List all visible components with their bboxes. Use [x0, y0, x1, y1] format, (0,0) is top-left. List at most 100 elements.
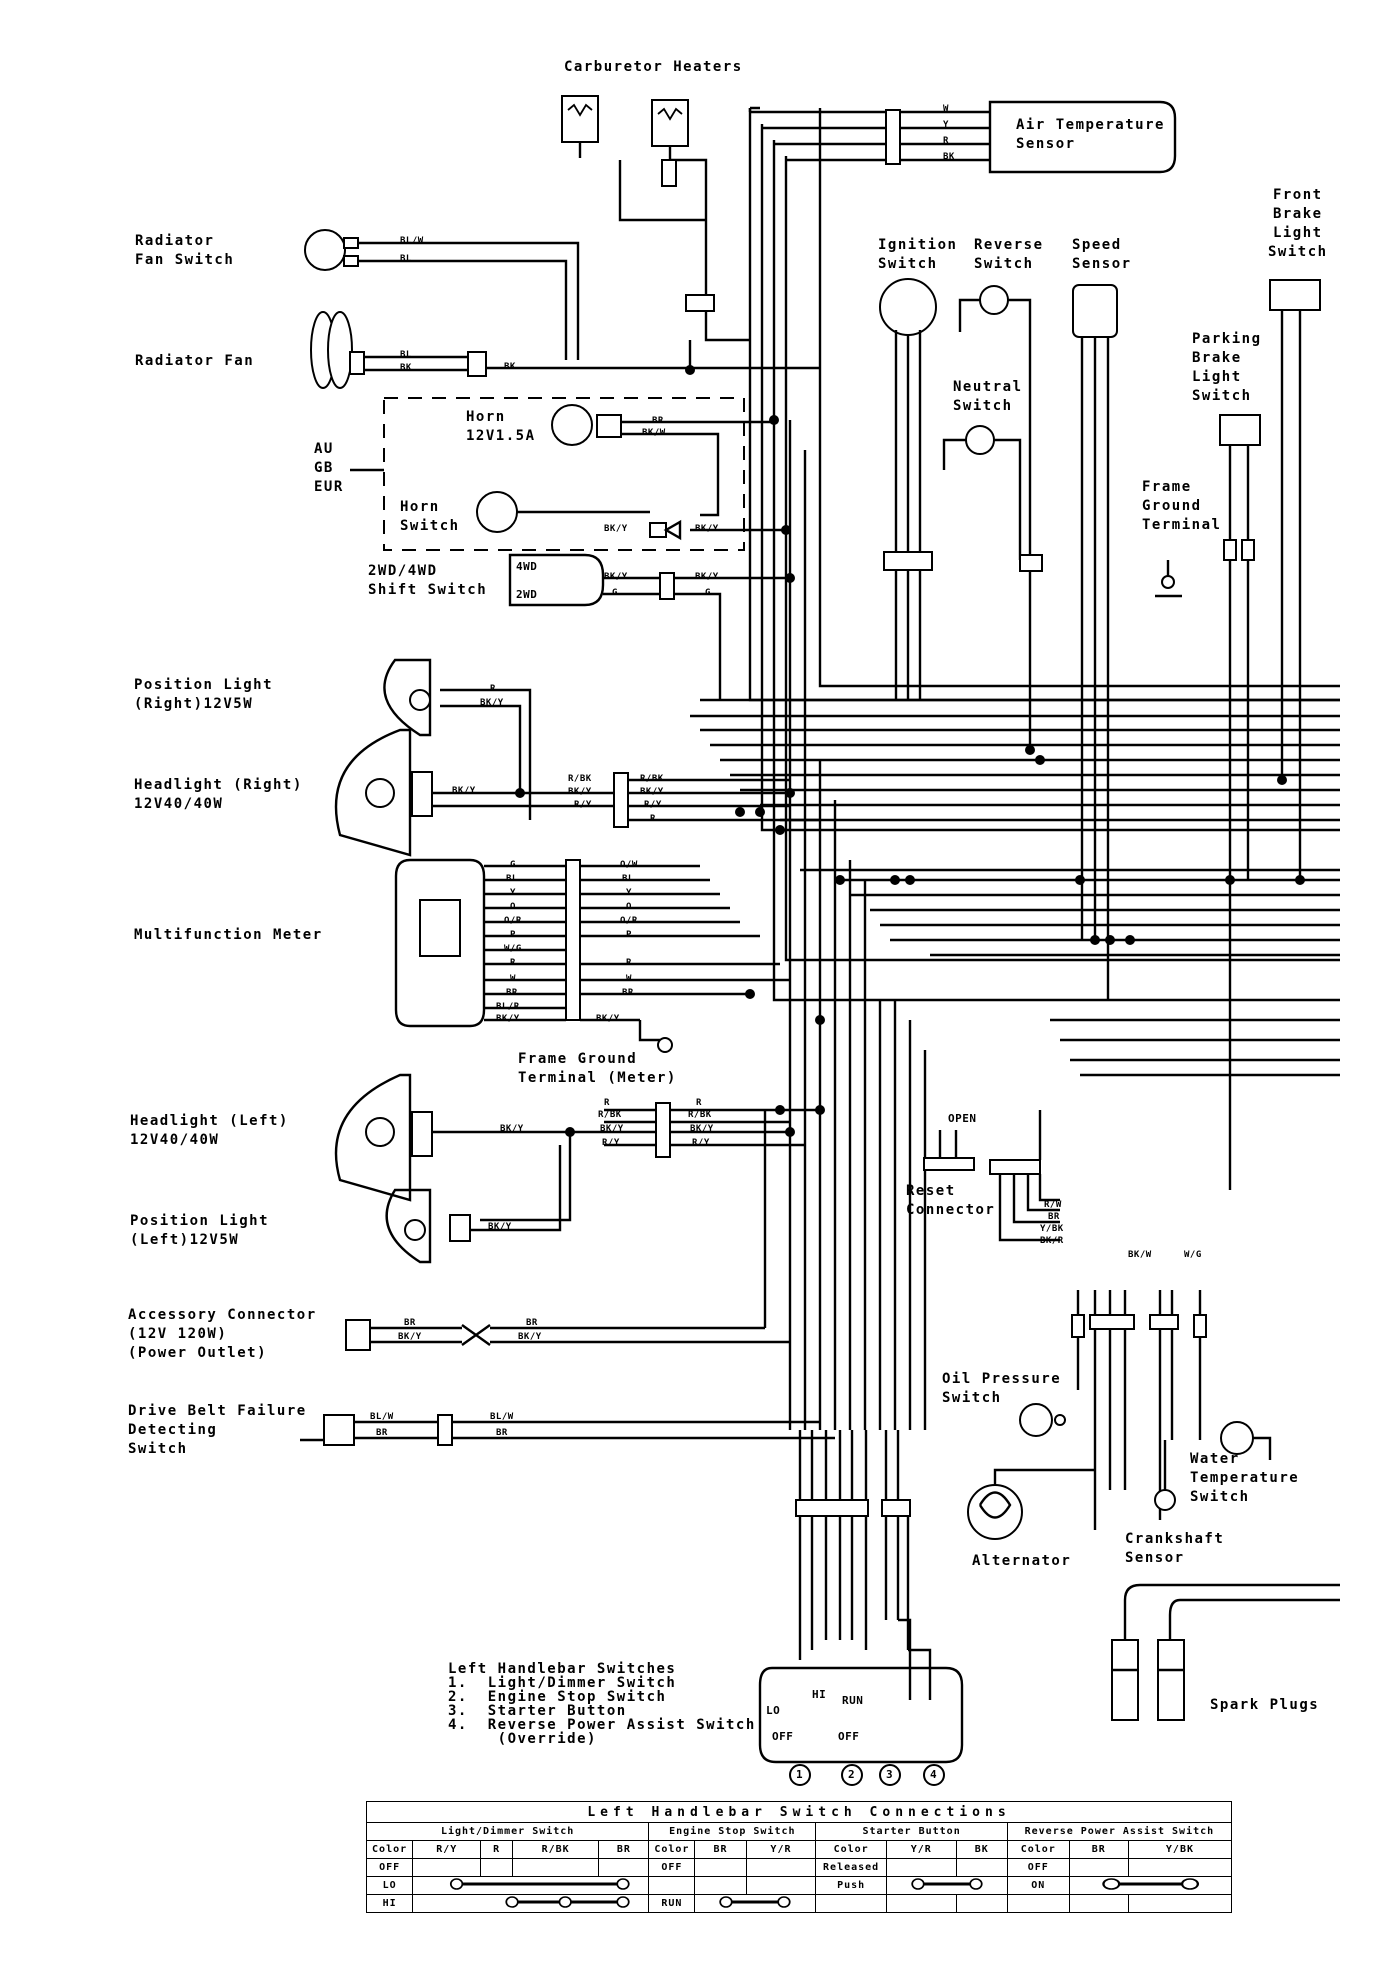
wire-code-blw-belt2: BL/W	[490, 1412, 514, 1422]
table-header-cell: Color	[815, 1840, 887, 1859]
wire-code-bky-meter2: BK/Y	[596, 1014, 620, 1024]
wire-code-bky-hl2: BK/Y	[500, 1124, 524, 1134]
position-light-right-symbol	[383, 658, 532, 820]
position-light-right-label: Position Light (Right)12V5W	[134, 677, 274, 712]
table-section-starter: Starter Button	[815, 1822, 1008, 1841]
region-label: AU GB EUR	[314, 441, 344, 495]
handlebar-connectors	[758, 1430, 964, 1786]
wire-code-br-acc2: BR	[526, 1318, 538, 1328]
on-connection-mark	[1068, 1876, 1233, 1895]
crankshaft-sensor-label: Crankshaft Sensor	[1125, 1531, 1225, 1566]
wire-code-br-acc: BR	[404, 1318, 416, 1328]
trunk-wires	[690, 108, 1340, 1430]
wire-code-rbk-head3: R/BK	[640, 774, 664, 784]
shift-switch-label: 2WD/4WD Shift Switch	[368, 563, 488, 598]
wire-code-bky-shift: BK/Y	[604, 572, 628, 582]
parking-brake-light-switch-symbol	[1219, 414, 1261, 1190]
handlebar-num-3: 3	[886, 1768, 894, 1781]
wire-code-rbk-head: R/BK	[568, 774, 592, 784]
wire-code-r-pos: R	[490, 684, 496, 694]
wire-code-bl-meter: BL	[506, 874, 518, 884]
wire-code-rw-reset: R/W	[1044, 1200, 1062, 1210]
wire-code-y-meter2: Y	[626, 888, 632, 898]
wire-code-bky-hl: BK/Y	[600, 1124, 624, 1134]
wire-code-o-meter: O	[510, 902, 516, 912]
water-temperature-switch-label: Water Temperature Switch	[1190, 1451, 1300, 1505]
wire-code-rbk-hl3: R/BK	[688, 1110, 712, 1120]
wire-code-wg-lower: W/G	[1184, 1250, 1202, 1260]
horn-switch-label: Horn Switch	[400, 499, 460, 534]
hi-connection-mark	[412, 1894, 650, 1913]
wire-code-ry-head: R/Y	[574, 800, 592, 810]
table-section-reverse: Reverse Power Assist Switch	[1006, 1822, 1233, 1841]
oil-pressure-switch-label: Oil Pressure Switch	[942, 1371, 1062, 1406]
ignition-switch-label: Ignition Switch	[878, 237, 958, 272]
front-brake-light-switch-label: Front Brake Light Switch	[1268, 187, 1328, 260]
wire-code-r-meter2: R	[626, 958, 632, 968]
wire-code-ry-hl3: R/Y	[692, 1138, 710, 1148]
table-cell: HI	[365, 1894, 414, 1913]
table-header-cell: Y/BK	[1127, 1840, 1233, 1859]
wire-code-rbk-hl: R/BK	[598, 1110, 622, 1120]
table-row: HI RUN	[365, 1894, 1233, 1913]
wire-code-y-meter: Y	[510, 888, 516, 898]
crankshaft-sensor-symbol	[1154, 1440, 1176, 1511]
accessory-connector-label: Accessory Connector (12V 120W) (Power Ou…	[128, 1307, 317, 1361]
table-section-row: Light/Dimmer Switch Engine Stop Switch S…	[365, 1822, 1233, 1841]
wire-code-ry-hl: R/Y	[602, 1138, 620, 1148]
multifunction-meter-symbol	[394, 858, 790, 1053]
headlight-left-label: Headlight (Left) 12V40/40W	[130, 1113, 289, 1148]
table-row: OFF OFF Released OFF	[365, 1858, 1233, 1877]
speed-sensor-label: Speed Sensor	[1072, 237, 1132, 272]
wire-code-br-meter: BR	[506, 988, 518, 998]
wire-code-r-top: R	[943, 136, 949, 146]
on-connection-line	[1101, 1878, 1199, 1890]
frame-ground-terminal-label: Frame Ground Terminal	[1142, 479, 1222, 533]
wire-code-bl-fan: BL	[400, 350, 412, 360]
run-connection-line	[719, 1896, 792, 1908]
table-header-cell: BK	[955, 1840, 1008, 1859]
wire-code-ybk-reset: Y/BK	[1040, 1224, 1064, 1234]
table-title: Left Handlebar Switch Connections	[366, 1801, 1232, 1823]
switch-connections-table: Left Handlebar Switch Connections Light/…	[365, 1801, 1233, 1913]
wire-code-br-belt2: BR	[496, 1428, 508, 1438]
air-temperature-sensor-symbol	[748, 100, 1177, 174]
ignition-switch-symbol	[879, 278, 937, 700]
wire-code-bky-horn: BK/Y	[604, 524, 628, 534]
wire-code-br-reset: BR	[1048, 1212, 1060, 1222]
shift-2wd-label: 2WD	[516, 588, 538, 601]
table-section-engine: Engine Stop Switch	[648, 1822, 817, 1841]
lo-connection-mark	[412, 1876, 650, 1895]
wire-code-bk-top: BK	[943, 152, 955, 162]
wire-code-ow-meter2: O/W	[620, 860, 638, 870]
headlight-left-symbol	[334, 1073, 825, 1222]
oil-pressure-switch-symbol	[1019, 1403, 1066, 1437]
lo-connection-line	[450, 1878, 630, 1890]
wire-code-bky-pos: BK/Y	[480, 698, 504, 708]
shift-4wd-label: 4WD	[516, 560, 538, 573]
wire-code-bky-meter: BK/Y	[496, 1014, 520, 1024]
handlebar-lo-label: LO	[766, 1704, 781, 1717]
parking-brake-light-switch-label: Parking Brake Light Switch	[1192, 331, 1262, 404]
horn-group	[350, 397, 790, 551]
wire-code-bky-pl: BK/Y	[488, 1222, 512, 1232]
table-cell: OFF	[648, 1858, 696, 1877]
table-header-cell: Y/R	[885, 1840, 957, 1859]
reverse-switch-label: Reverse Switch	[974, 237, 1044, 272]
multifunction-meter-label: Multifunction Meter	[134, 927, 323, 943]
wire-code-r-meter: R	[510, 958, 516, 968]
position-light-left-symbol	[385, 1145, 562, 1264]
reset-connector-symbol	[923, 1110, 1060, 1242]
run-connection-mark	[694, 1894, 817, 1913]
wire-code-g-shift: G	[612, 588, 618, 598]
alternator-label: Alternator	[972, 1553, 1072, 1569]
handlebar-run-label: RUN	[842, 1694, 864, 1707]
wire-code-r-hl3: R	[696, 1098, 702, 1108]
wire-code-bky-horn2: BK/Y	[695, 524, 719, 534]
wire-code-br-belt: BR	[376, 1428, 388, 1438]
headlight-right-symbol	[334, 728, 820, 857]
handlebar-off2-label: OFF	[838, 1730, 860, 1743]
table-header-cell: BR	[1068, 1840, 1129, 1859]
wire-code-bky-shift2: BK/Y	[695, 572, 719, 582]
